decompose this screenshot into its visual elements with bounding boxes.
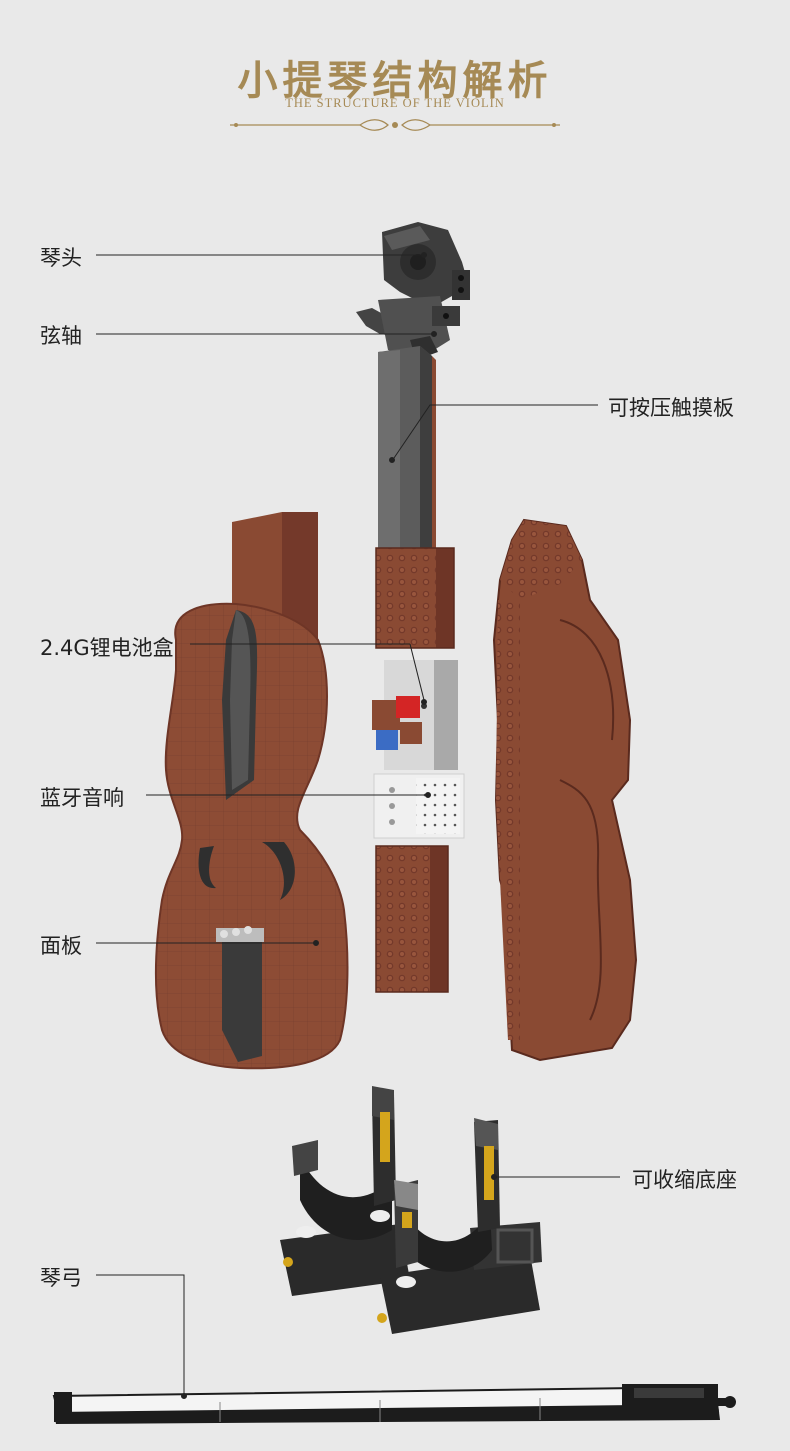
stand: [280, 1086, 542, 1334]
violin-pegs: [356, 296, 460, 360]
label-speaker: 蓝牙音响: [40, 786, 124, 810]
page-title: 小提琴结构解析: [237, 57, 553, 104]
battery-box: [372, 660, 458, 770]
bow: [52, 1384, 736, 1424]
violin-neck: [378, 346, 436, 556]
speaker-box: [373, 773, 465, 839]
page-subtitle: THE STRUCTURE OF THE VIOLIN: [285, 96, 505, 110]
label-touchpad: 可按压触摸板: [608, 396, 734, 420]
label-stand: 可收缩底座: [632, 1168, 737, 1192]
label-top-panel: 面板: [40, 934, 82, 958]
leader-lines: [96, 252, 620, 1399]
lower-block: [375, 845, 449, 993]
label-scroll: 琴头: [40, 246, 82, 270]
title-ornament: [230, 119, 560, 131]
label-pegs: 弦轴: [40, 324, 82, 348]
violin-scroll: [382, 222, 470, 304]
top-panel: [154, 602, 349, 1070]
back-panel: [492, 518, 638, 1062]
neck-block: [375, 547, 455, 649]
label-bow: 琴弓: [40, 1266, 82, 1290]
label-battery: 2.4G锂电池盒: [40, 636, 174, 660]
